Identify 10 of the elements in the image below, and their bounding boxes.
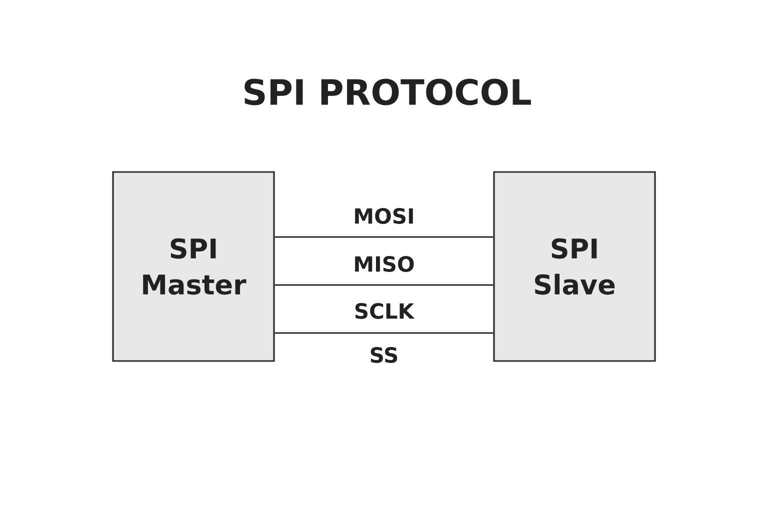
title: SPI PROTOCOL bbox=[244, 78, 531, 106]
signal-line bbox=[274, 284, 494, 286]
signal-line bbox=[274, 332, 494, 334]
signal-label: SCLK bbox=[352, 302, 416, 320]
signal-label: MISO bbox=[352, 255, 416, 273]
signal-label: MOSI bbox=[352, 207, 416, 225]
block-box: SPI Master bbox=[112, 171, 275, 362]
block-box: SPI Slave bbox=[493, 171, 656, 362]
signal-label: SS bbox=[370, 347, 398, 363]
signal-line bbox=[274, 236, 494, 238]
